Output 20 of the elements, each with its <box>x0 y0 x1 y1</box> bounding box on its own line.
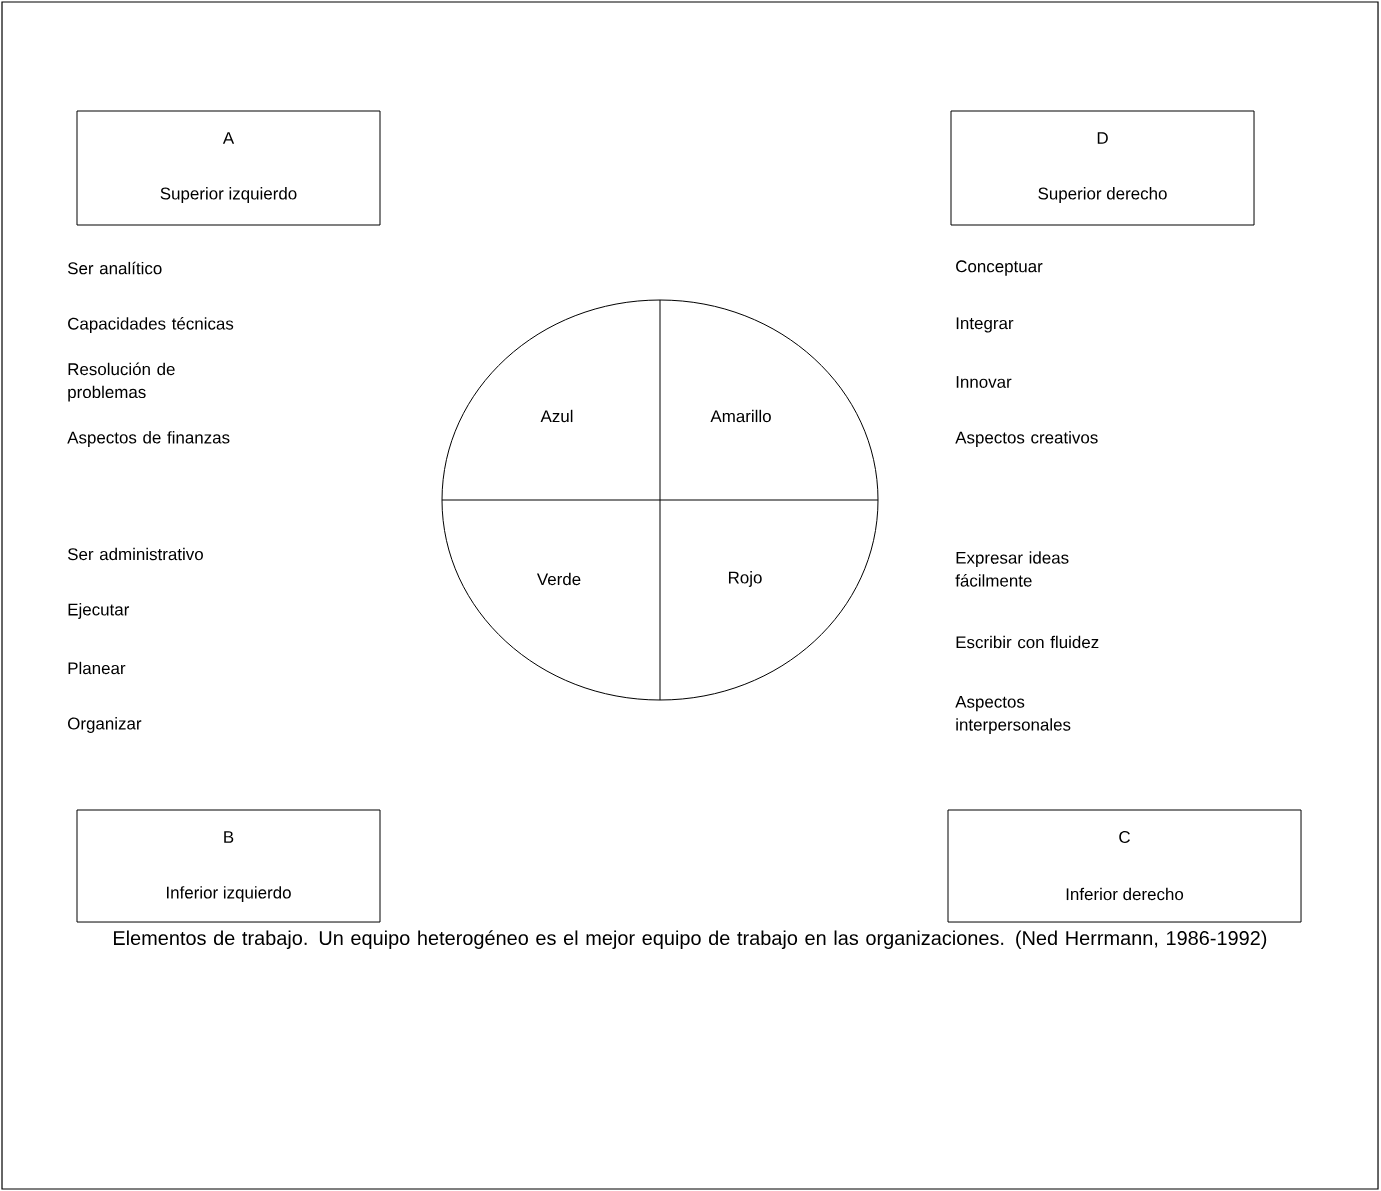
list-item: Planear <box>68 661 126 675</box>
list-item: Innovar <box>956 376 1012 388</box>
list-item: Ejecutar <box>68 603 130 619</box>
caption: Elementos de trabajo. Un equipo heterogéneo es el mejor equipo de trabajo en las organizaciones. (Ned Herrmann, 1986-1992) <box>114 930 1267 949</box>
list-item: Ser administrativo <box>67 547 203 561</box>
list-item: Organizar <box>68 717 142 733</box>
quadrant-box: A Superior izquierdo <box>76 110 381 226</box>
list-item: Integrar <box>956 317 1014 333</box>
list-item: Resolución de problemas <box>68 362 175 402</box>
list-item: Conceptuar <box>956 260 1043 276</box>
list-item: Ser analítico <box>67 261 162 275</box>
quadrant-box: D Superior derecho <box>950 110 1255 226</box>
list-item: Expresar ideas fácilmente <box>955 551 1069 587</box>
list-item: Aspectos interpersonales <box>955 695 1071 735</box>
quadrant-box: C Inferior derecho <box>947 809 1302 923</box>
list-item: Capacidades técnicas <box>68 317 234 333</box>
list-item: Aspectos de finanzas <box>67 431 230 447</box>
quadrant-box: B Inferior izquierdo <box>76 809 381 923</box>
list-item: Aspectos creativos <box>955 431 1098 447</box>
list-item: Escribir con fluidez <box>956 635 1099 649</box>
